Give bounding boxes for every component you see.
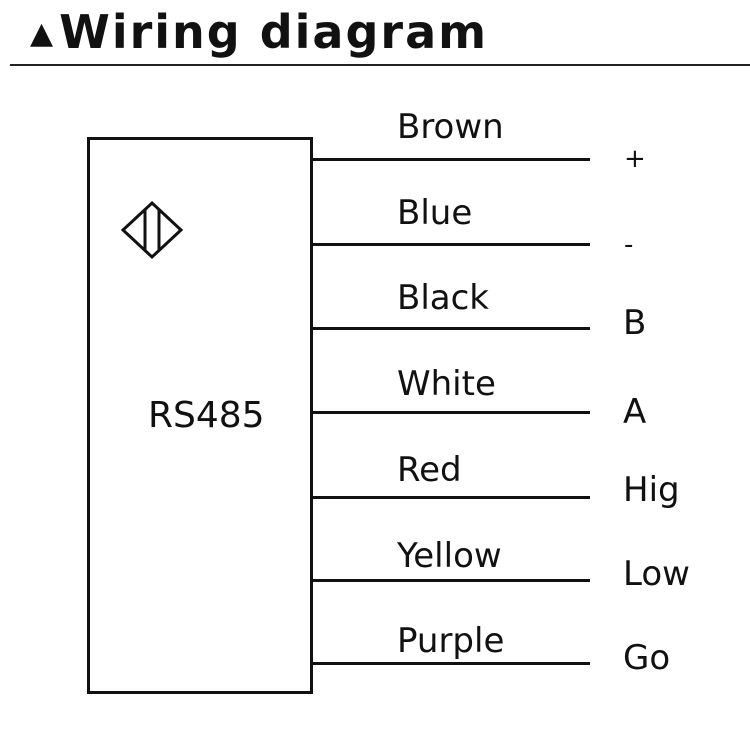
wire-line-yellow [313, 579, 590, 582]
device-label: RS485 [148, 395, 265, 436]
wire-color-blue: Blue [397, 193, 473, 233]
wire-signal-a: A [623, 392, 647, 432]
section-header: ▲ Wiring diagram [30, 2, 488, 62]
wire-signal-go: Go [623, 638, 671, 678]
wire-color-yellow: Yellow [397, 536, 502, 576]
wire-line-brown [313, 158, 590, 161]
wire-line-purple [313, 662, 590, 665]
title-underline [10, 64, 750, 66]
wire-signal-b: B [623, 303, 647, 343]
inductive-sensor-icon [120, 200, 184, 260]
wire-color-brown: Brown [397, 107, 504, 147]
wire-signal-plus: + [624, 144, 646, 174]
wire-line-blue [313, 243, 590, 246]
wire-color-white: White [397, 364, 496, 404]
wire-color-black: Black [397, 278, 489, 318]
wire-signal-minus: - [624, 230, 634, 260]
wire-color-purple: Purple [397, 621, 505, 661]
wire-color-red: Red [397, 450, 462, 490]
triangle-marker-icon: ▲ [30, 16, 54, 51]
wire-line-red [313, 496, 590, 499]
page-title: Wiring diagram [59, 5, 489, 59]
wire-signal-hig: Hig [623, 470, 680, 510]
wire-line-black [313, 327, 590, 330]
device-box [87, 137, 313, 694]
wire-line-white [313, 411, 590, 414]
wire-signal-low: Low [623, 554, 690, 594]
